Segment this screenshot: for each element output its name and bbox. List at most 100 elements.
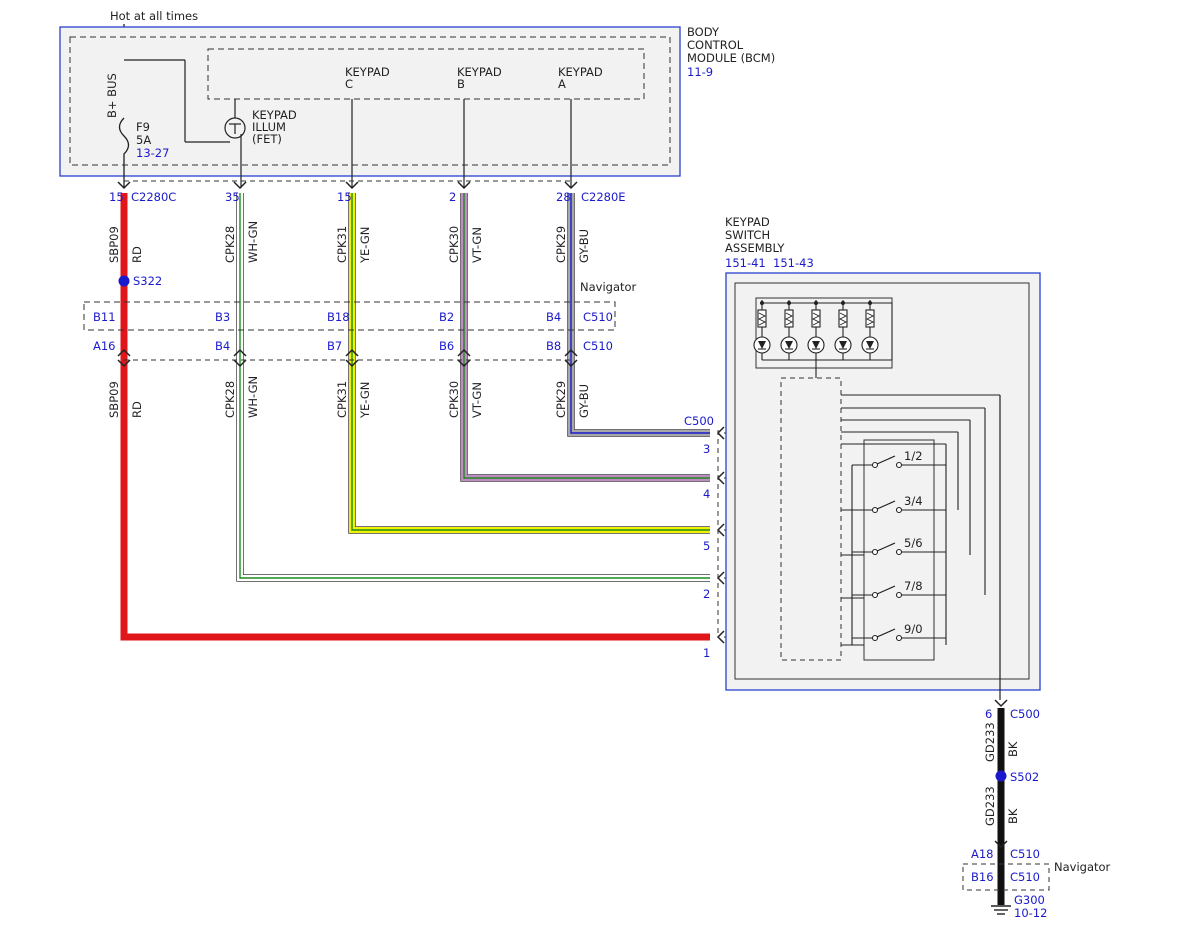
ground-c500-label: C500 <box>1010 707 1040 721</box>
keypad-internal-circuit: 1/23/45/67/89/0 <box>753 300 1000 646</box>
keypad-switch-label-4: 7/8 <box>904 579 923 593</box>
keypad-switch-label-1: 1/2 <box>904 449 923 463</box>
wire-cpk29-bcm-pin: 28 <box>556 190 571 204</box>
keypad-switch-1: 1/2 <box>852 449 946 469</box>
keypad-assembly-title: KEYPAD SWITCH ASSEMBLY <box>725 215 785 255</box>
wire-cpk29-c510-lower-pin: B8 <box>546 339 561 353</box>
wire-cpk28-stripe <box>239 193 710 579</box>
keypad-c-line-1: KEYPAD <box>345 65 390 79</box>
wire-cpk28-bcm-pin: 35 <box>225 190 240 204</box>
wire-cpk30-c2280-connector <box>457 181 471 190</box>
keypad-c-line-2: C <box>345 77 353 91</box>
fuse-f9-symbol <box>118 117 130 188</box>
ground-color-label-upper: BK <box>1006 741 1020 757</box>
keypad-a-label: KEYPAD A <box>558 65 606 91</box>
backlight-led-5 <box>861 300 879 360</box>
bcm-title-line-1: BODY <box>687 25 720 39</box>
bcm-title: BODY CONTROL MODULE (BCM) <box>687 25 775 65</box>
ground-c500-pin: 6 <box>985 707 992 721</box>
wire-cpk29-c500-pin: 3 <box>703 442 710 456</box>
keypad-b-label: KEYPAD B <box>457 65 505 91</box>
keypad-assembly-inner-box <box>734 282 1030 680</box>
backlight-led-3 <box>807 300 825 360</box>
wire-cpk31-circuit-label: CPK31 <box>335 226 349 263</box>
fuse-id: F9 <box>136 120 150 134</box>
keypad-assembly-line-1: KEYPAD <box>725 215 770 229</box>
wire-cpk29-c510-connector <box>564 348 578 357</box>
keypad-logic-dashed-box <box>780 377 842 661</box>
ground-id: G300 <box>1014 893 1045 907</box>
wire-cpk28-c510-upper-pin: B3 <box>215 310 230 324</box>
bcm-outer-box <box>59 26 681 177</box>
keypad-switch-matrix-box <box>863 439 935 661</box>
ground-circuit-label-lower: GD233 <box>983 786 997 826</box>
wire-cpk29-c500-connector <box>716 426 725 440</box>
wire-cpk28-circuit-label: CPK28 <box>223 226 237 263</box>
keypad-assembly-line-2: SWITCH <box>725 228 770 242</box>
wire-sbp09-c510-connector-lower <box>117 359 131 368</box>
backlight-node-2 <box>787 301 791 305</box>
wire-cpk30-color-label: VT-GN <box>470 227 484 263</box>
ground-circuit-label-upper: GD233 <box>983 722 997 762</box>
keypad-assembly-outer-box <box>725 272 1041 691</box>
keypad-switch-assembly: KEYPAD SWITCH ASSEMBLY 151-41 151-43 1/2… <box>725 215 1041 691</box>
splice-s502-label: S502 <box>1010 770 1039 784</box>
wire-cpk31-c510-upper-pin: B18 <box>327 310 350 324</box>
wire-sbp09-circuit-label: SBP09 <box>107 226 121 263</box>
keypad-switch-2: 3/4 <box>852 494 946 514</box>
splice-s502-dot <box>995 770 1007 782</box>
ground-circuit: 6 C500 GD233 BK S502 GD233 BK A18 C510 B… <box>962 395 1111 920</box>
wire-cpk31-color-label-lower: YE-GN <box>358 382 372 419</box>
wire-cpk28-c510-lower-pin: B4 <box>215 339 230 353</box>
keypad-b-line-1: KEYPAD <box>457 65 502 79</box>
splice-s322-label: S322 <box>133 274 162 288</box>
keypad-switch-4: 7/8 <box>852 579 946 599</box>
wire-cpk29-color-label: GY-BU <box>577 229 591 263</box>
wire-sbp09 <box>120 193 710 641</box>
c510-lower-label: C510 <box>583 339 613 353</box>
backlight-led-2 <box>780 300 798 360</box>
keypad-b-line-2: B <box>457 77 465 91</box>
c2280c-label: C2280C <box>131 190 176 204</box>
wire-sbp09-c510-lower-pin: A16 <box>93 339 116 353</box>
wire-cpk28-color-label: WH-GN <box>246 221 260 263</box>
fuse-rating: 5A <box>136 133 151 147</box>
wire-sbp09-color-label: RD <box>130 246 144 263</box>
wire-cpk29-c2280-connector <box>564 181 578 190</box>
wire-cpk30-c510-upper-pin: B2 <box>439 310 454 324</box>
fuse-ref: 13-27 <box>136 146 169 160</box>
wire-cpk30-c500-pin: 4 <box>703 487 710 501</box>
wire-sbp09-bcm-pin: 15 <box>109 190 124 204</box>
ground-c510-upper-label: C510 <box>1010 847 1040 861</box>
c500-label: C500 <box>684 414 714 428</box>
ground-c500-connector <box>994 699 1008 708</box>
keypad-switch-3: 5/6 <box>852 536 946 556</box>
keypad-assembly-refs: 151-41 151-43 <box>725 256 814 270</box>
ground-c510-lower-pin: B16 <box>971 870 994 884</box>
wire-cpk31-c510-connector-lower <box>345 359 359 368</box>
keypad-illum-line-3: (FET) <box>252 132 282 146</box>
wire-cpk31-c2280-connector <box>345 181 359 190</box>
ground-c510-connector <box>994 840 1008 849</box>
backlight-node-1 <box>760 301 764 305</box>
wire-cpk30-c510-connector <box>457 348 471 357</box>
c510-navigator-label: Navigator <box>580 280 637 294</box>
ground-c510-lower-label: C510 <box>1010 870 1040 884</box>
backlight-node-3 <box>814 301 818 305</box>
wire-cpk28-c510-connector-lower <box>233 359 247 368</box>
keypad-assembly-line-3: ASSEMBLY <box>725 241 785 255</box>
wire-sbp09-c500-connector <box>716 630 725 644</box>
keypad-illum-line-2: ILLUM <box>252 120 286 134</box>
wire-sbp09-c510-connector <box>117 348 131 357</box>
ground-symbol <box>991 905 1011 915</box>
wire-sbp09-c2280-connector <box>117 181 131 190</box>
wire-sbp09-color-label-lower: RD <box>130 401 144 418</box>
wire-sbp09-c510-upper-pin: B11 <box>93 310 116 324</box>
bplus-bus-label: B+ BUS <box>105 73 119 118</box>
c510-navigator-dashed-box <box>83 301 616 331</box>
wire-cpk31-stripe <box>351 193 710 531</box>
wire-cpk29-circuit-label: CPK29 <box>554 226 568 263</box>
wire-cpk30-bcm-pin: 2 <box>449 190 456 204</box>
keypad-a-line-2: A <box>558 77 566 91</box>
